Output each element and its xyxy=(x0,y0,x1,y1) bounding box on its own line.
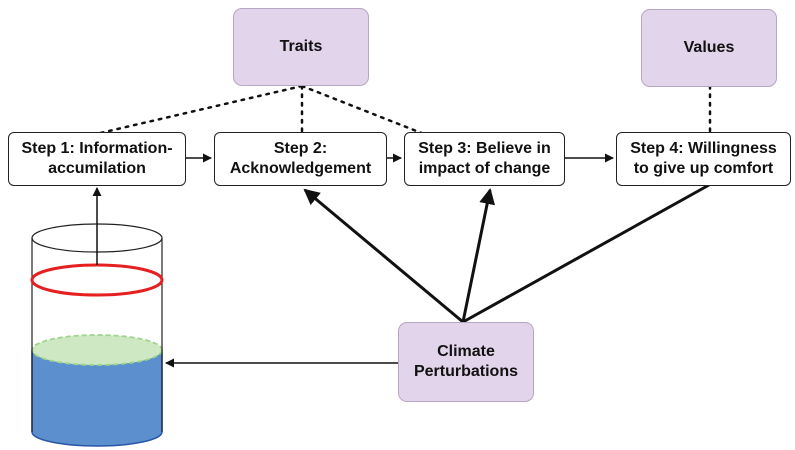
values-node: Values xyxy=(641,9,777,87)
traits-to-step1-dotted-line xyxy=(94,84,304,136)
climate-label-line2: Perturbations xyxy=(413,363,518,380)
step1-node: Step 1: Information- accumilation xyxy=(8,132,186,186)
water-body xyxy=(31,349,163,447)
water-surface xyxy=(31,334,163,366)
step4-label-line1: Step 4: Willingness xyxy=(630,140,777,157)
traits-to-step3-dotted-line xyxy=(300,84,426,136)
climate-perturbations-node: Climate Perturbations xyxy=(398,322,534,402)
climate-to-step4-line xyxy=(462,183,710,324)
traits-node: Traits xyxy=(233,8,369,86)
step3-label-line1: Step 3: Believe in xyxy=(418,140,551,157)
climate-label-line1: Climate xyxy=(437,343,495,360)
threshold-ring xyxy=(30,263,164,297)
climate-to-step3-arrow xyxy=(461,188,496,323)
step3-label-line2: impact of change xyxy=(418,160,551,177)
step4-node: Step 4: Willingness to give up comfort xyxy=(616,132,791,186)
step3-node: Step 3: Believe in impact of change xyxy=(404,132,565,186)
step2-label-line1: Step 2: xyxy=(273,140,328,157)
step2-label-line2: Acknowledgement xyxy=(229,160,372,177)
traits-label: Traits xyxy=(279,38,323,55)
step1-label-line2: accumilation xyxy=(48,160,146,177)
step1-label-line1: Step 1: Information- xyxy=(21,140,173,157)
step4-label-line2: to give up comfort xyxy=(633,160,774,177)
climate-to-step2-arrow xyxy=(303,188,464,324)
cylinder-container-icon xyxy=(30,223,164,447)
values-label: Values xyxy=(683,39,735,56)
traits-dotted-connectors xyxy=(94,84,426,136)
step2-node: Step 2: Acknowledgement xyxy=(214,132,387,186)
